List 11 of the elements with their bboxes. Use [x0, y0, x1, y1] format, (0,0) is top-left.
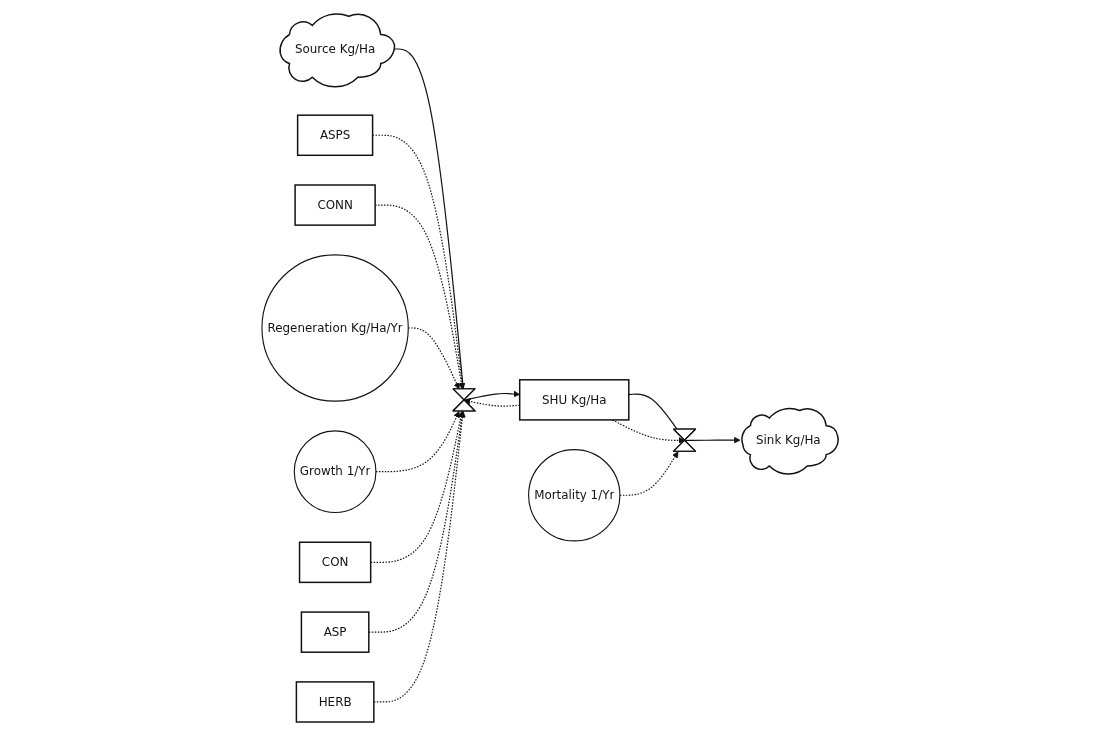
node-circle: Growth 1/Yr	[294, 430, 377, 514]
node-box: SHU Kg/Ha	[519, 379, 630, 421]
node-box: ASPS	[297, 114, 374, 157]
node-box: CONN	[294, 184, 377, 226]
node-circle: Regeneration Kg/Ha/Yr	[261, 254, 410, 402]
node-box: HERB	[296, 681, 376, 723]
node-box: ASP	[301, 611, 371, 653]
node-circle: Mortality 1/Yr	[528, 449, 621, 542]
node-box: CON	[299, 541, 372, 584]
arrow	[408, 327, 461, 390]
arrow	[375, 204, 466, 390]
